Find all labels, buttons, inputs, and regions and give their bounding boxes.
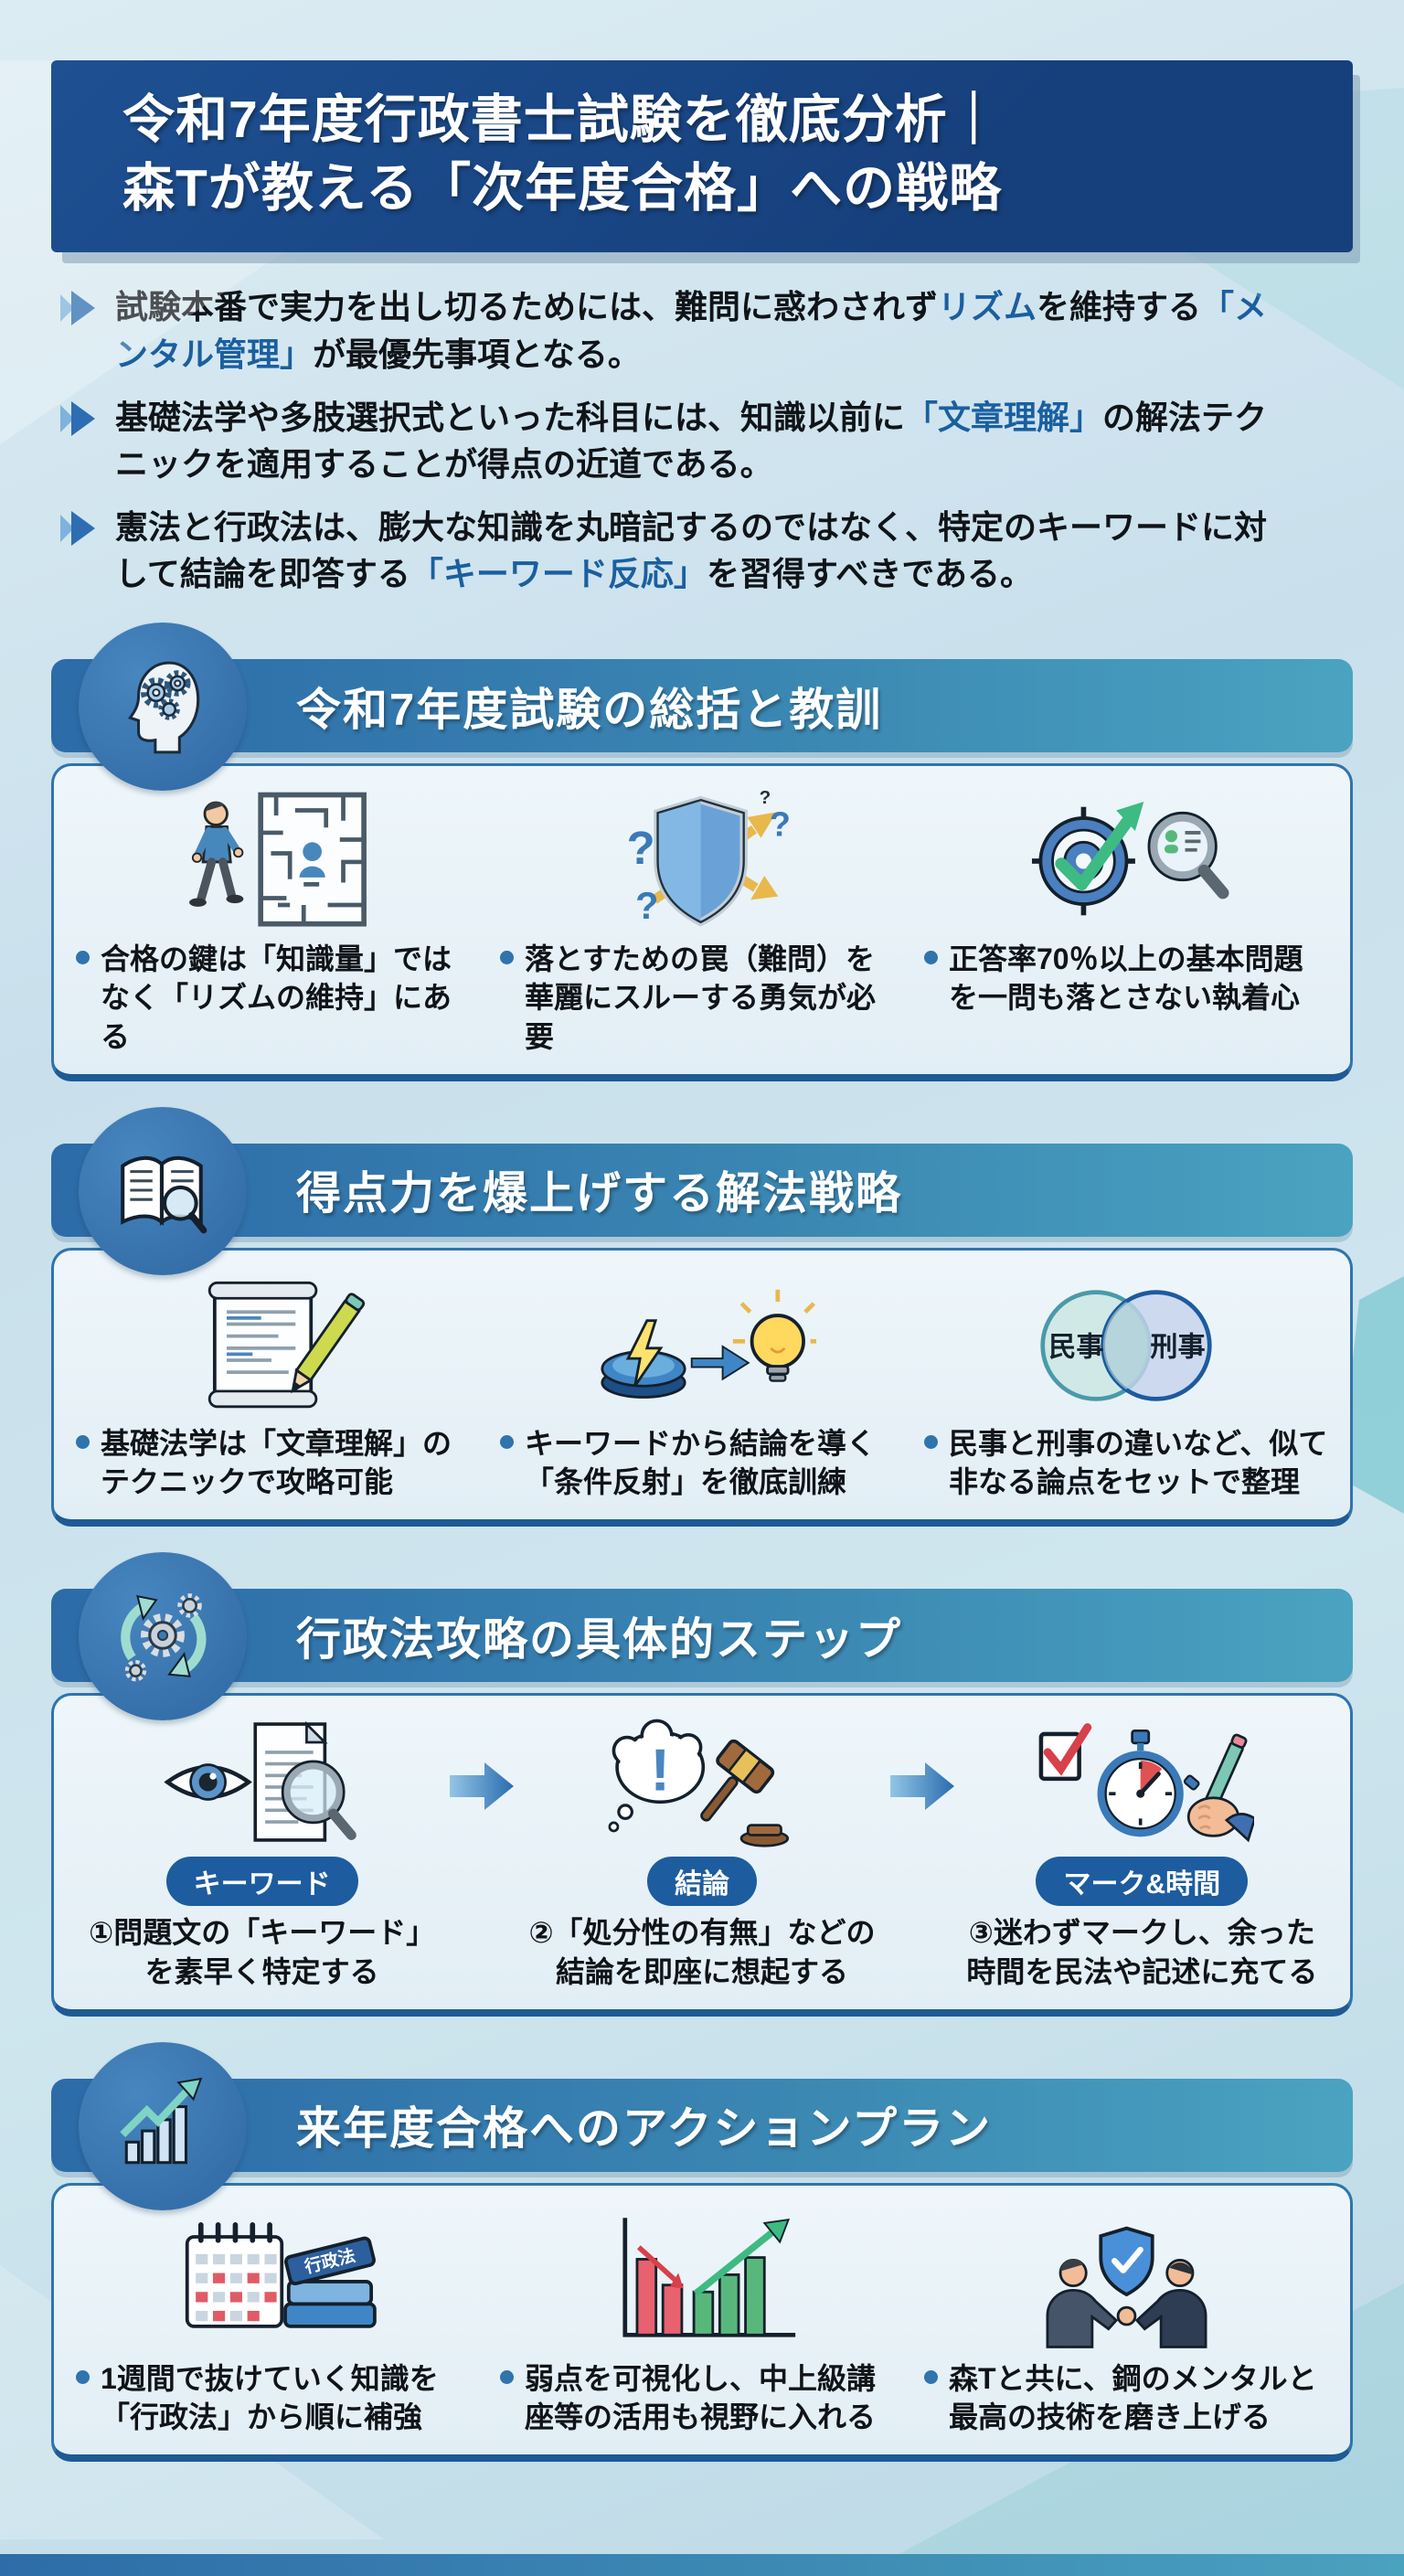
section-steps: 行政法攻略の具体的ステップ	[51, 1552, 1353, 2017]
double-chevron-icon	[58, 289, 101, 332]
footer-bar	[0, 2554, 1404, 2576]
scroll-pencil-icon	[180, 1267, 377, 1424]
section-action-plan: 来年度合格へのアクションプラン	[51, 2041, 1353, 2463]
svg-text:?: ?	[769, 805, 790, 844]
list-item: 正答率70％以上の基本問題を一問も落とさない執着心	[924, 782, 1328, 1056]
bullet-dot-icon	[500, 1434, 514, 1449]
bullet-dot-icon	[500, 951, 514, 965]
step-badge: マーク&時間	[1036, 1857, 1249, 1907]
item-text: 落とすための罠（難問）を華麗にスルーする勇気が必要	[525, 942, 877, 1053]
step-badge: キーワード	[165, 1857, 358, 1907]
thought-gavel-icon: !	[599, 1712, 804, 1851]
section-header-banner: 得点力を爆上げする解法戦略	[51, 1143, 1353, 1237]
handshake-shield-icon	[1019, 2202, 1234, 2359]
step-text: ①問題文の「キーワード」を素早く特定する	[89, 1916, 436, 1988]
section-header-banner: 来年度合格へのアクションプラン	[51, 2078, 1353, 2172]
summary-list: 試験本番で実力を出し切るためには、難問に惑わされずリズムを維持する「メンタル管理…	[58, 283, 1346, 597]
summary-bullet: 試験本番で実力を出し切るためには、難問に惑わされずリズムを維持する「メンタル管理…	[58, 283, 1346, 377]
walking-maze-icon	[173, 782, 383, 940]
svg-text:?: ?	[759, 788, 771, 808]
list-item: 弱点を可視化し、中上級講座等の活用も視野に入れる	[500, 2202, 904, 2436]
step-text: ③迷わずマークし、余った時間を民法や記述に充てる	[966, 1916, 1318, 1988]
svg-text:?: ?	[635, 885, 658, 927]
section-review: 令和7年度試験の総括と教訓	[51, 623, 1353, 1081]
gears-cycle-icon	[79, 1552, 247, 1721]
list-item: ? ? ? ? 落とすための罠（難問）を華麗にスルーする勇気が必要	[500, 782, 904, 1056]
item-text: 1週間で抜けていく知識を「行政法」から順に補強	[101, 2361, 439, 2433]
section-strategy: 得点力を爆上げする解法戦略	[51, 1106, 1353, 1528]
section-card: 行政法 1週間で抜けていく知識を「行政法」から順に補強	[51, 2182, 1353, 2463]
section-title: 来年度合格へのアクションプラン	[296, 2104, 993, 2155]
list-item: 合格の鍵は「知識量」ではなく「リズムの維持」にある	[76, 782, 480, 1056]
growth-chart-icon	[79, 2041, 247, 2210]
book-magnifier-icon	[79, 1106, 247, 1275]
step-item: ! 結論 ②「処分性の有無」などの結論を即座に想起する	[516, 1712, 888, 1990]
bullet-dot-icon	[924, 1434, 938, 1449]
list-item: 民事 刑事 民事と刑事の違いなど、似て非なる論点をセットで整理	[924, 1267, 1328, 1501]
bullet-dot-icon	[76, 2369, 90, 2384]
step-item: マーク&時間 ③迷わずマークし、余った時間を民法や記述に充てる	[956, 1712, 1328, 1990]
page-title: 令和7年度行政書士試験を徹底分析｜ 森Tが教える「次年度合格」への戦略	[122, 86, 1320, 223]
step-item: キーワード ①問題文の「キーワード」を素早く特定する	[76, 1712, 448, 1990]
section-header-banner: 令和7年度試験の総括と教訓	[51, 659, 1353, 753]
page-title-line2: 森Tが教える「次年度合格」への戦略	[122, 159, 1003, 218]
arrow-right-icon	[888, 1760, 956, 1813]
list-item: 基礎法学は「文章理解」のテクニックで攻略可能	[76, 1267, 480, 1501]
summary-text: 基礎法学や多肢選択式といった科目には、知識以前に「文章理解」の解法テクニックを適…	[115, 398, 1268, 483]
item-text: 民事と刑事の違いなど、似て非なる論点をセットで整理	[949, 1426, 1328, 1499]
brain-gears-icon	[79, 623, 247, 792]
section-card: 基礎法学は「文章理解」のテクニックで攻略可能	[51, 1247, 1353, 1528]
bolt-button-bulb-icon	[588, 1267, 816, 1424]
summary-bullet: 基礎法学や多肢選択式といった科目には、知識以前に「文章理解」の解法テクニックを適…	[58, 394, 1346, 487]
bullet-dot-icon	[924, 951, 938, 965]
bullet-dot-icon	[76, 951, 90, 965]
item-text: 正答率70％以上の基本問題を一問も落とさない執着心	[949, 942, 1303, 1015]
venn-diagram-icon: 民事 刑事	[1012, 1267, 1240, 1424]
target-check-icon	[1019, 782, 1234, 940]
summary-text: 試験本番で実力を出し切るためには、難問に惑わされずリズムを維持する「メンタル管理…	[115, 288, 1268, 373]
step-text: ②「処分性の有無」などの結論を即座に想起する	[528, 1916, 876, 1988]
calendar-books-icon: 行政法	[171, 2202, 386, 2359]
infographic-page: 令和7年度行政書士試験を徹底分析｜ 森Tが教える「次年度合格」への戦略 試験本番…	[0, 60, 1404, 2576]
section-title: 令和7年度試験の総括と教訓	[296, 685, 883, 735]
bullet-dot-icon	[76, 1434, 90, 1449]
shield-trap-icon: ? ? ? ?	[604, 782, 801, 940]
item-text: キーワードから結論を導く「条件反射」を徹底訓練	[525, 1426, 877, 1499]
double-chevron-icon	[58, 399, 101, 442]
bullet-dot-icon	[924, 2369, 938, 2384]
section-card: 合格の鍵は「知識量」ではなく「リズムの維持」にある ?	[51, 763, 1353, 1081]
list-item: 森Tと共に、鋼のメンタルと最高の技術を磨き上げる	[924, 2202, 1328, 2436]
item-text: 基礎法学は「文章理解」のテクニックで攻略可能	[101, 1426, 452, 1499]
section-header-banner: 行政法攻略の具体的ステップ	[51, 1589, 1353, 1683]
bullet-dot-icon	[500, 2369, 514, 2384]
step-badge: 結論	[646, 1857, 757, 1907]
item-text: 合格の鍵は「知識量」ではなく「リズムの維持」にある	[101, 942, 452, 1053]
section-title: 得点力を爆上げする解法戦略	[296, 1169, 903, 1219]
list-item: キーワードから結論を導く「条件反射」を徹底訓練	[500, 1267, 904, 1501]
venn-left-label: 民事	[1048, 1332, 1103, 1362]
double-chevron-icon	[58, 509, 101, 552]
section-title: 行政法攻略の具体的ステップ	[296, 1614, 903, 1665]
summary-bullet: 憲法と行政法は、膨大な知識を丸暗記するのではなく、特定のキーワードに対して結論を…	[58, 504, 1346, 597]
weakness-chart-icon	[595, 2202, 810, 2359]
checkbox-stopwatch-hand-icon	[1030, 1712, 1254, 1851]
item-text: 弱点を可視化し、中上級講座等の活用も視野に入れる	[525, 2361, 877, 2433]
item-text: 森Tと共に、鋼のメンタルと最高の技術を磨き上げる	[949, 2361, 1317, 2433]
arrow-right-icon	[448, 1760, 516, 1813]
svg-text:!: !	[651, 1736, 671, 1803]
summary-text: 憲法と行政法は、膨大な知識を丸暗記するのではなく、特定のキーワードに対して結論を…	[115, 507, 1268, 593]
eye-document-magnifier-icon	[159, 1712, 365, 1851]
venn-right-label: 刑事	[1150, 1332, 1205, 1362]
page-header: 令和7年度行政書士試験を徹底分析｜ 森Tが教える「次年度合格」への戦略	[51, 60, 1353, 253]
section-card: キーワード ①問題文の「キーワード」を素早く特定する	[51, 1693, 1353, 2017]
list-item: 行政法 1週間で抜けていく知識を「行政法」から順に補強	[76, 2202, 480, 2436]
page-title-line1: 令和7年度行政書士試験を徹底分析｜	[122, 90, 1001, 149]
svg-text:?: ?	[626, 822, 654, 874]
